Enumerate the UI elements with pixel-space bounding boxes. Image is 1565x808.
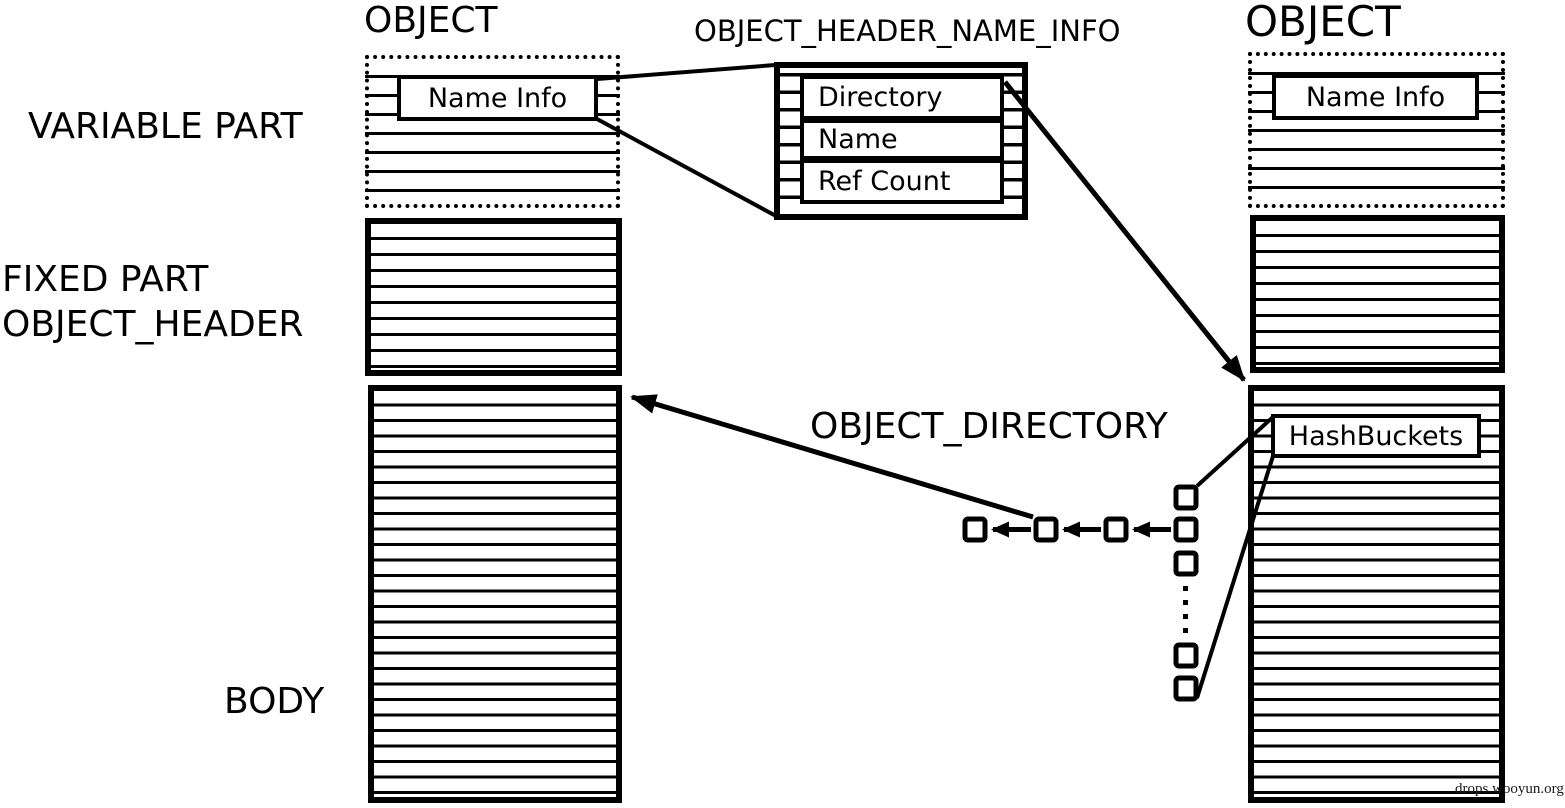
bucket-square <box>1173 550 1199 577</box>
right-name-info-field: Name Info <box>1272 74 1479 120</box>
bucket-square <box>1173 675 1199 702</box>
watermark-text: drops.wooyun.org <box>1455 781 1564 797</box>
label-variable-part: VARIABLE PART <box>28 106 303 147</box>
field-name: Name <box>800 119 1004 160</box>
hash-buckets-label: HashBuckets <box>1288 420 1464 452</box>
field-name-label: Name <box>818 124 898 155</box>
bucket-square <box>1173 642 1199 669</box>
chain-entry-square <box>1033 516 1059 543</box>
field-ref-count: Ref Count <box>800 159 1004 204</box>
field-directory: Directory <box>800 75 1004 120</box>
label-fixed-part: FIXED PART <box>2 259 209 300</box>
chain-entry-square <box>962 516 988 543</box>
left-name-info-label: Name Info <box>427 82 568 114</box>
hash-bucket-column <box>1173 484 1199 702</box>
title-object-header-name-info: OBJECT_HEADER_NAME_INFO <box>694 14 1121 48</box>
left-name-info-field: Name Info <box>397 75 598 121</box>
bucket-square <box>1173 484 1199 511</box>
field-ref-count-label: Ref Count <box>818 166 951 197</box>
hash-chain-entries <box>962 516 1129 543</box>
right-object-fixed-part-box <box>1250 215 1505 373</box>
bucket-column-ellipsis <box>1183 586 1188 633</box>
hash-buckets-field: HashBuckets <box>1271 414 1481 458</box>
left-object-body-box <box>368 385 622 803</box>
bucket-square <box>1173 516 1199 543</box>
right-name-info-label: Name Info <box>1305 81 1446 113</box>
field-directory-label: Directory <box>818 82 943 113</box>
title-object-right: OBJECT <box>1245 0 1401 46</box>
callout-line-bottom <box>596 117 777 218</box>
left-object-fixed-part-box <box>365 218 622 376</box>
label-object-directory: OBJECT_DIRECTORY <box>810 406 1168 447</box>
label-body: BODY <box>224 681 325 722</box>
label-object-header: OBJECT_HEADER <box>2 304 304 345</box>
chain-entry-square <box>1103 516 1129 543</box>
title-object-left: OBJECT <box>364 0 498 41</box>
arrow-directory-to-object-directory <box>1003 80 1246 382</box>
callout-line-top <box>596 63 776 81</box>
